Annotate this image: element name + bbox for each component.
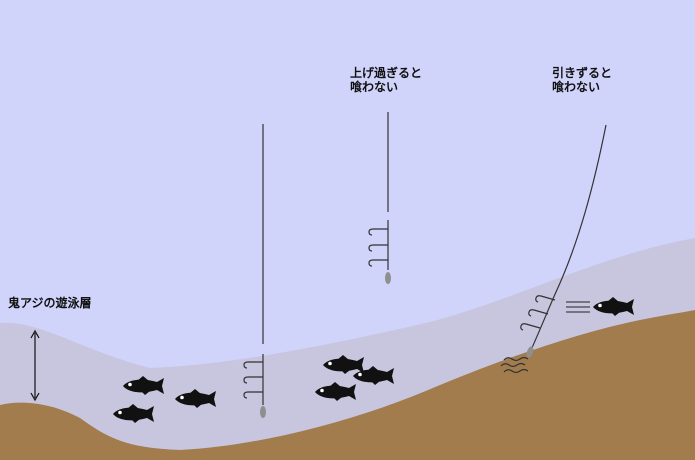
dragging-caption-line1: 引きずると bbox=[552, 66, 613, 80]
swimming-layer-label: 鬼アジの遊泳層 bbox=[8, 296, 92, 310]
dragging-caption-line2: 喰わない bbox=[552, 80, 601, 94]
seabed bbox=[0, 310, 695, 460]
drag-trail bbox=[500, 356, 529, 374]
too-high-caption-line1: 上げ過ぎると bbox=[350, 66, 423, 80]
sinker bbox=[385, 272, 391, 284]
sinker bbox=[526, 346, 534, 358]
sinker bbox=[260, 406, 266, 418]
rig-dragging bbox=[520, 124, 607, 351]
dragging-caption: 引きずると 喰わない bbox=[552, 66, 612, 94]
too-high-caption-line2: 喰わない bbox=[350, 80, 399, 94]
rig-too-high bbox=[368, 112, 389, 270]
depth-range-arrow bbox=[30, 329, 40, 402]
motion-lines bbox=[566, 301, 590, 313]
rig-correct-depth bbox=[243, 124, 264, 405]
too-high-caption: 上げ過ぎると 喰わない bbox=[350, 66, 422, 94]
